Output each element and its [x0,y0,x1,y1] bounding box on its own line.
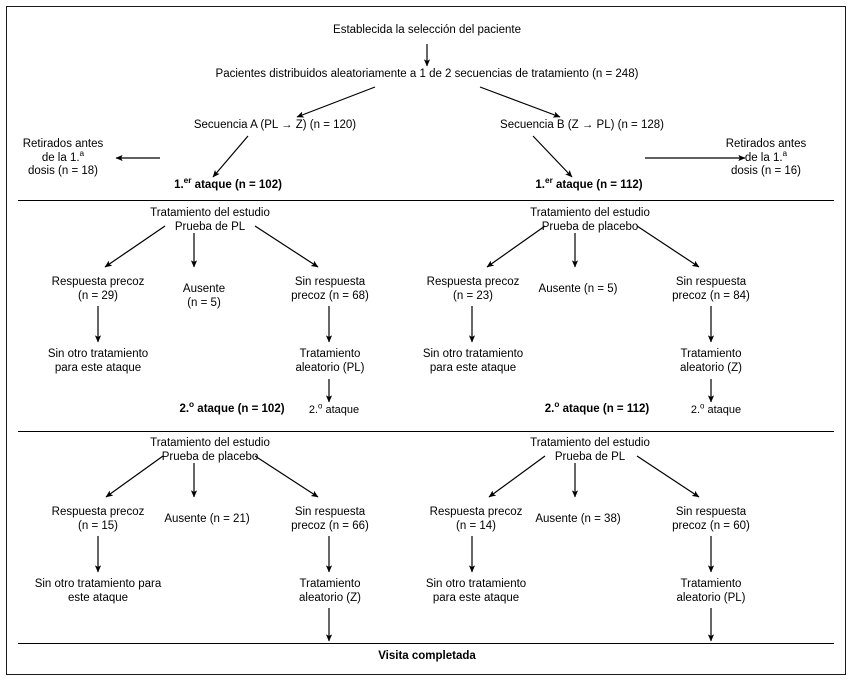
first-attack-right-sup: er [544,176,553,186]
withdrawn-left-line3: dosis (n = 18) [27,165,98,177]
node-sequence-a: Secuencia A (PL → Z) (n = 120) [193,119,357,131]
withdrawn-left-ordinal-sup: a [79,148,85,158]
node-band2-left-absent: Ausente (n = 5) [182,283,226,309]
node-band3-right-random-treatment: Tratamiento aleatorio (PL) [676,578,746,604]
node-second-attack-left: 2.o ataque (n = 102) [179,400,285,417]
node-first-attack-left: 1.er ataque (n = 102) [174,176,282,193]
second-attack-tag-left-sup: o [318,401,323,411]
node-band3-left-random-treatment: Tratamiento aleatorio (Z) [299,578,361,604]
node-band2-right-random-treatment: Tratamiento aleatorio (Z) [680,348,742,374]
node-band3-right-early-response: Respuesta precoz (n = 14) [429,506,523,532]
node-band3-left-early-response: Respuesta precoz (n = 15) [51,506,145,532]
second-attack-left-sup: o [189,400,195,410]
second-attack-left-post: ataque (n = 102) [194,403,285,415]
second-attack-right-pre: 2. [544,403,555,415]
first-attack-right-pre: 1. [535,179,545,191]
node-band3-left-absent: Ausente (n = 21) [164,513,250,525]
divider-band-2 [18,431,834,432]
node-band2-left-random-treatment: Tratamiento aleatorio (PL) [295,348,365,374]
node-band2-left-header: Tratamiento del estudio Prueba de PL [150,207,270,233]
node-screening: Establecida la selección del paciente [333,24,521,36]
first-attack-left-pre: 1. [174,179,184,191]
node-second-attack-right: 2.o ataque (n = 112) [544,400,650,417]
node-first-attack-right: 1.er ataque (n = 112) [535,176,643,193]
node-band3-right-header: Tratamiento del estudio Prueba de PL [530,437,650,463]
node-sequence-b: Secuencia B (Z → PL) (n = 128) [500,119,664,131]
withdrawn-left-line2-pre: de la 1. [41,151,80,164]
second-attack-tag-right-pre: 2. [690,404,701,416]
first-attack-right-post: ataque (n = 112) [552,179,643,191]
node-band3-right-no-early-response: Sin respuesta precoz (n = 60) [672,506,750,532]
node-second-attack-tag-right: 2.o ataque [690,401,742,417]
second-attack-tag-right-sup: o [700,401,705,411]
node-band2-right-absent: Ausente (n = 5) [538,283,618,295]
withdrawn-left-line1: Retirados antes [22,138,104,150]
node-band3-left-header: Tratamiento del estudio Prueba de placeb… [150,437,270,463]
second-attack-right-post: ataque (n = 112) [559,403,650,415]
node-second-attack-tag-left: 2.o ataque [308,401,360,417]
second-attack-right-sup: o [554,400,560,410]
figure-border [6,6,846,675]
second-attack-left-pre: 2. [179,403,190,415]
withdrawn-right-ordinal-sup: a [782,148,788,158]
divider-band-1 [18,200,834,201]
divider-band-3 [18,643,834,644]
node-band2-right-early-response: Respuesta precoz (n = 23) [426,276,520,302]
node-randomized: Pacientes distribuidos aleatoriamente a … [215,68,639,80]
second-attack-tag-right-post: ataque [704,404,742,416]
node-band2-right-no-early-response: Sin respuesta precoz (n = 84) [672,276,750,302]
node-band3-right-no-other-treatment: Sin otro tratamiento para este ataque [425,578,527,604]
node-band2-right-header: Tratamiento del estudio Prueba de placeb… [530,207,650,233]
first-attack-left-sup: er [183,176,192,186]
node-band2-right-no-other-treatment: Sin otro tratamiento para este ataque [422,348,524,374]
node-band3-left-no-early-response: Sin respuesta precoz (n = 66) [291,506,369,532]
node-band2-left-early-response: Respuesta precoz (n = 29) [51,276,145,302]
withdrawn-right-line3: dosis (n = 16) [730,165,801,177]
second-attack-tag-left-pre: 2. [308,404,319,416]
withdrawn-right-line1: Retirados antes [725,138,807,150]
node-band3-right-absent: Ausente (n = 38) [535,513,621,525]
node-band3-left-no-other-treatment: Sin otro tratamiento para este ataque [34,578,162,604]
withdrawn-right-line2-pre: de la 1. [744,151,783,164]
node-band2-left-no-early-response: Sin respuesta precoz (n = 68) [291,276,369,302]
node-band2-left-no-other-treatment: Sin otro tratamiento para este ataque [47,348,149,374]
first-attack-left-post: ataque (n = 102) [191,179,282,191]
node-visit-completed: Visita completada [378,650,476,662]
second-attack-tag-left-post: ataque [322,404,360,416]
